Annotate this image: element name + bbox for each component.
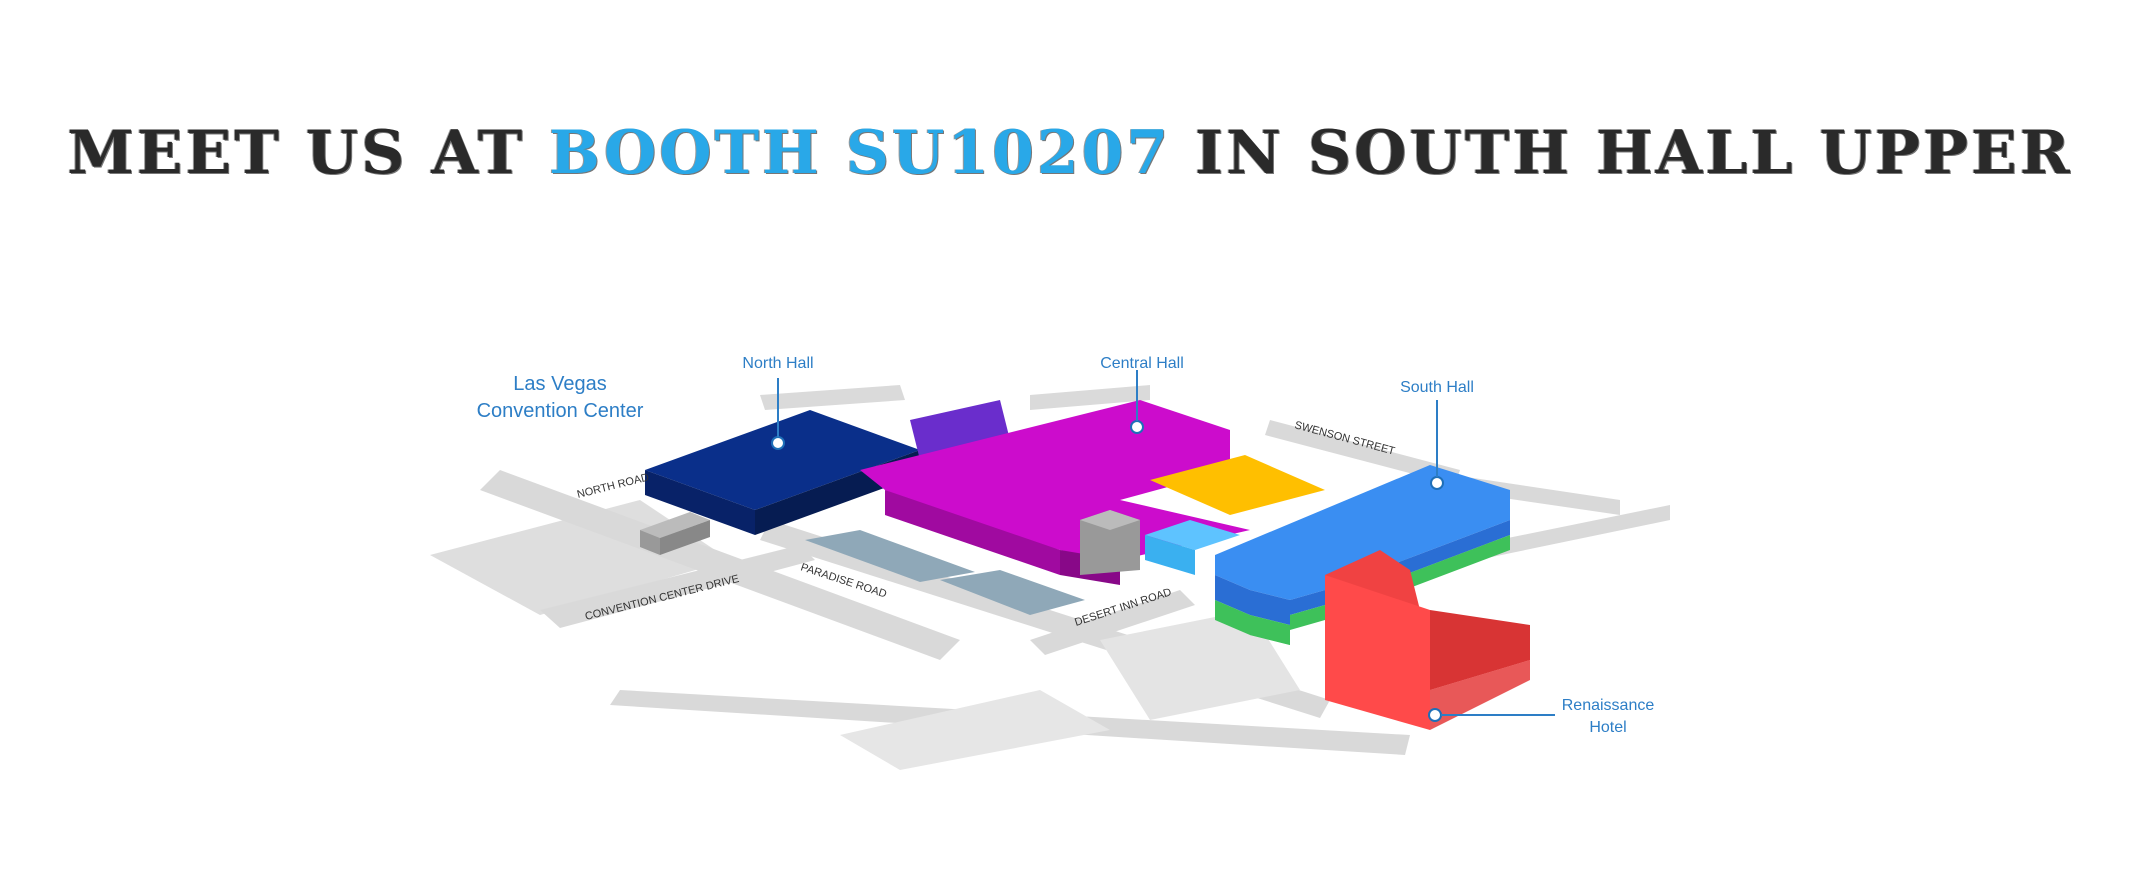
renaissance-hotel-building bbox=[1325, 550, 1555, 730]
central-hall-building bbox=[860, 370, 1250, 585]
central-hall-annex bbox=[1080, 510, 1140, 575]
street-north-west bbox=[760, 385, 905, 410]
renaissance-label-line1: Renaissance bbox=[1562, 697, 1655, 714]
north-hall-side bbox=[645, 470, 755, 535]
north-hall-annex-front bbox=[660, 520, 710, 555]
parking-block-1 bbox=[805, 530, 975, 582]
central-hall-annex-roof bbox=[1080, 510, 1140, 530]
parking-block-2 bbox=[940, 570, 1085, 615]
parking-blocks bbox=[805, 530, 1085, 615]
swenson-street bbox=[1265, 420, 1460, 485]
north-hall-marker-icon[interactable] bbox=[771, 436, 785, 450]
lot-southwest bbox=[840, 690, 1110, 770]
renaissance-hotel-marker-icon[interactable] bbox=[1428, 708, 1442, 722]
south-hall-light-wing bbox=[1145, 520, 1240, 550]
map-title-line1: Las Vegas bbox=[513, 373, 606, 395]
convention-center-drive bbox=[540, 545, 815, 628]
north-hall-annex-side bbox=[640, 530, 660, 555]
central-hall-label: Central Hall bbox=[1100, 355, 1184, 372]
renaissance-label-line2: Hotel bbox=[1589, 719, 1626, 736]
south-hall-front bbox=[1215, 575, 1290, 625]
south-hall-marker-icon[interactable] bbox=[1430, 476, 1444, 490]
headline-suffix: IN SOUTH HALL UPPER bbox=[1195, 118, 2073, 188]
map-title-line2: Convention Center bbox=[477, 400, 644, 422]
south-hall-label: South Hall bbox=[1400, 379, 1474, 396]
north-hall-roof bbox=[645, 410, 920, 510]
north-hall-annex-roof bbox=[640, 512, 710, 538]
south-hall-roof bbox=[1215, 465, 1510, 600]
headline-prefix: MEET US AT bbox=[67, 118, 526, 188]
central-hall-front bbox=[885, 490, 1060, 575]
desert-inn-road bbox=[1030, 590, 1195, 655]
renaissance-hotel-front bbox=[1325, 575, 1430, 730]
central-hall-marker-icon[interactable] bbox=[1130, 420, 1144, 434]
street-north-central bbox=[1030, 385, 1150, 410]
parking-lot-south bbox=[1100, 610, 1300, 720]
yellow-lot bbox=[1150, 455, 1325, 515]
north-hall-label: North Hall bbox=[742, 355, 813, 372]
north-road-label: NORTH ROAD bbox=[576, 471, 651, 500]
headline-booth-highlight: BOOTH SU10207 bbox=[549, 118, 1172, 188]
renaissance-hotel-side bbox=[1430, 660, 1530, 730]
page-headline: MEET US AT BOOTH SU10207 IN SOUTH HALL U… bbox=[0, 118, 2140, 188]
south-hall-light-wing-side bbox=[1145, 535, 1195, 575]
south-hall-lower-strip bbox=[1250, 620, 1290, 645]
renaissance-hotel-side-top bbox=[1430, 610, 1530, 690]
